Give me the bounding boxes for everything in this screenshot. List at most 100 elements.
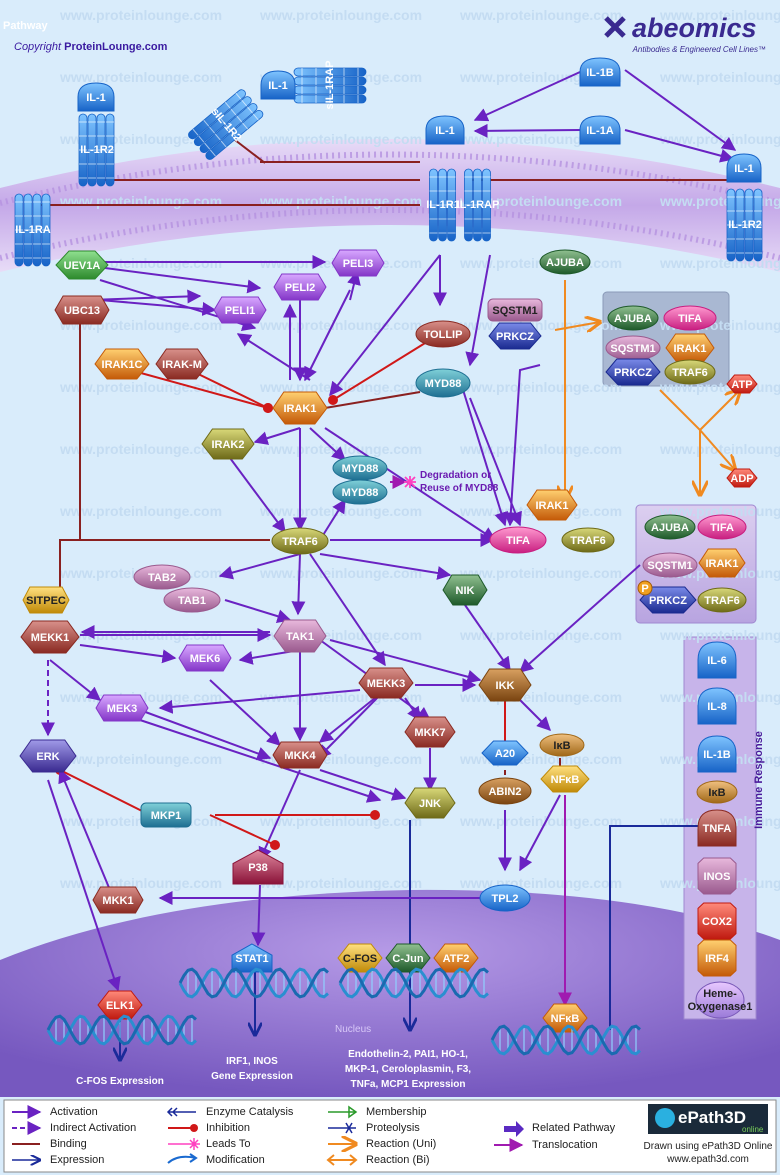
watermark-text: www.proteinlounge.com xyxy=(459,875,622,891)
node-nfkb[interactable]: NFκB xyxy=(540,765,590,793)
node-ikb[interactable]: IκB xyxy=(539,733,585,757)
node-il1-c[interactable]: IL-1 xyxy=(425,115,465,145)
node-mekk3[interactable]: MEKK3 xyxy=(358,667,414,699)
node-complex1-tifa[interactable]: TIFA xyxy=(663,305,717,331)
node-complex1-ajuba[interactable]: AJUBA xyxy=(607,305,659,331)
edge-line xyxy=(218,553,301,580)
node-complex2-traf6[interactable]: TRAF6 xyxy=(697,587,747,613)
node-myd88[interactable]: MYD88 xyxy=(415,368,471,398)
node-jnk[interactable]: JNK xyxy=(404,787,456,819)
node-label: IRF4 xyxy=(705,953,730,965)
node-sqstm1[interactable]: SQSTM1 xyxy=(487,298,543,322)
node-mkk1[interactable]: MKK1 xyxy=(92,886,144,914)
receptor-il1r2-left[interactable]: IL-1R2 xyxy=(78,113,115,187)
watermark-text: www.proteinlounge.com xyxy=(659,627,780,643)
receptor-il1r2-right[interactable]: IL-1R2 xyxy=(726,188,763,262)
legend-binding: Binding xyxy=(12,1138,87,1150)
node-cjun[interactable]: C-Jun xyxy=(385,943,431,973)
node-traf6[interactable]: TRAF6 xyxy=(271,527,329,555)
node-immune-3[interactable]: IκB xyxy=(696,780,738,804)
node-immune-5[interactable]: INOS xyxy=(697,857,737,895)
node-tollip[interactable]: TOLLIP xyxy=(415,320,471,348)
node-complex2-sqstm1[interactable]: SQSTM1 xyxy=(642,552,698,578)
dna-helix-nfkb xyxy=(490,1024,641,1056)
node-il1-a[interactable]: IL-1 xyxy=(77,82,115,112)
node-ajuba[interactable]: AJUBA xyxy=(539,249,591,275)
node-sitpec[interactable]: SITPEC xyxy=(22,586,70,614)
receptor-label: sIL-1RAP xyxy=(324,61,336,110)
node-il1a[interactable]: IL-1A xyxy=(579,115,621,145)
node-il1-b[interactable]: IL-1 xyxy=(260,70,296,100)
node-myd88-b[interactable]: MYD88 xyxy=(332,479,388,505)
legend-label: Inhibition xyxy=(206,1122,250,1134)
node-complex1-prkcz[interactable]: PRKCZ xyxy=(605,358,661,386)
node-nik[interactable]: NIK xyxy=(442,574,488,606)
watermark-text: www.proteinlounge.com xyxy=(459,565,622,581)
node-complex2-irak1[interactable]: IRAK1 xyxy=(698,548,746,578)
node-complex2-prkcz[interactable]: PRKCZ xyxy=(639,586,697,614)
node-mkp1[interactable]: MKP1 xyxy=(140,802,192,828)
node-ikk[interactable]: IKK xyxy=(478,668,532,702)
node-immune-7[interactable]: IRF4 xyxy=(697,939,737,977)
node-label: TIFA xyxy=(678,313,702,325)
receptor-sil1r2[interactable]: sIL-1R2 xyxy=(186,87,267,164)
node-peli3[interactable]: PELI3 xyxy=(331,249,385,277)
node-complex1-irak1[interactable]: IRAK1 xyxy=(665,333,715,363)
node-traf6-r[interactable]: TRAF6 xyxy=(561,527,615,553)
node-complex2-tifa[interactable]: TIFA xyxy=(697,514,747,540)
node-immune-6[interactable]: COX2 xyxy=(697,902,737,940)
node-stat1[interactable]: STAT1 xyxy=(231,943,273,973)
node-peli2[interactable]: PELI2 xyxy=(273,273,327,301)
node-tpl2[interactable]: TPL2 xyxy=(479,884,531,912)
node-mekk1[interactable]: MEKK1 xyxy=(20,620,80,654)
node-tifa[interactable]: TIFA xyxy=(489,526,547,554)
node-irak1c[interactable]: IRAK1C xyxy=(94,348,150,380)
edge-line xyxy=(251,884,266,947)
receptor-sil1rap[interactable]: sIL-1RAP xyxy=(293,61,367,110)
node-tab2[interactable]: TAB2 xyxy=(133,564,191,590)
node-irakm[interactable]: IRAK-M xyxy=(155,348,209,380)
node-uev1a[interactable]: UEV1A xyxy=(55,250,109,280)
node-ubc13[interactable]: UBC13 xyxy=(54,295,110,325)
node-complex1-sqstm1[interactable]: SQSTM1 xyxy=(605,335,661,361)
node-irak2[interactable]: IRAK2 xyxy=(201,428,255,460)
receptor-il1rap[interactable]: IL-1RAP xyxy=(457,168,500,242)
node-immune-2[interactable]: IL-1B xyxy=(697,735,737,773)
node-complex1-traf6[interactable]: TRAF6 xyxy=(664,359,716,385)
receptor-il1ra[interactable]: IL-1RA xyxy=(14,193,51,267)
node-mek3[interactable]: MEK3 xyxy=(95,694,149,722)
node-il1-d[interactable]: IL-1 xyxy=(726,153,762,183)
node-immune-0[interactable]: IL-6 xyxy=(697,641,737,679)
node-prkcz[interactable]: PRKCZ xyxy=(488,322,542,350)
node-tab1[interactable]: TAB1 xyxy=(163,587,221,613)
node-mek6[interactable]: MEK6 xyxy=(178,644,232,672)
node-complex2-ajuba[interactable]: AJUBA xyxy=(644,514,696,540)
edge-line xyxy=(104,267,262,294)
node-p38[interactable]: P38 xyxy=(232,849,284,885)
edge-line xyxy=(624,129,735,163)
node-mkk7[interactable]: MKK7 xyxy=(404,716,456,748)
node-mkk4[interactable]: MKK4 xyxy=(272,741,328,769)
node-adp[interactable]: ADP xyxy=(726,468,758,488)
node-erk[interactable]: ERK xyxy=(19,739,77,773)
node-tak1[interactable]: TAK1 xyxy=(273,619,327,653)
node-label: PRKCZ xyxy=(649,595,687,607)
receptor-il1r1[interactable]: IL-1R1 xyxy=(426,168,460,242)
node-nfkb-n[interactable]: NFκB xyxy=(542,1003,588,1033)
node-heme-oxygenase1[interactable]: Heme-Oxygenase1 xyxy=(688,981,753,1019)
node-cfos[interactable]: C-FOS xyxy=(337,943,383,973)
node-peli1[interactable]: PELI1 xyxy=(213,296,267,324)
node-myd88-a[interactable]: MYD88 xyxy=(332,455,388,481)
node-il1b-top[interactable]: IL-1B xyxy=(579,57,621,87)
svg-text:Degradation or: Degradation or xyxy=(420,470,491,481)
node-elk1[interactable]: ELK1 xyxy=(97,990,143,1020)
node-immune-4[interactable]: TNFA xyxy=(697,809,737,847)
node-irak1[interactable]: IRAK1 xyxy=(272,391,328,425)
node-immune-1[interactable]: IL-8 xyxy=(697,687,737,725)
node-atp[interactable]: ATP xyxy=(726,374,758,394)
edge-line xyxy=(209,679,282,746)
node-abin2[interactable]: ABIN2 xyxy=(478,777,532,805)
node-label: MEKK3 xyxy=(367,678,406,690)
node-a20[interactable]: A20 xyxy=(481,740,529,766)
node-irak1-r[interactable]: IRAK1 xyxy=(526,489,578,521)
